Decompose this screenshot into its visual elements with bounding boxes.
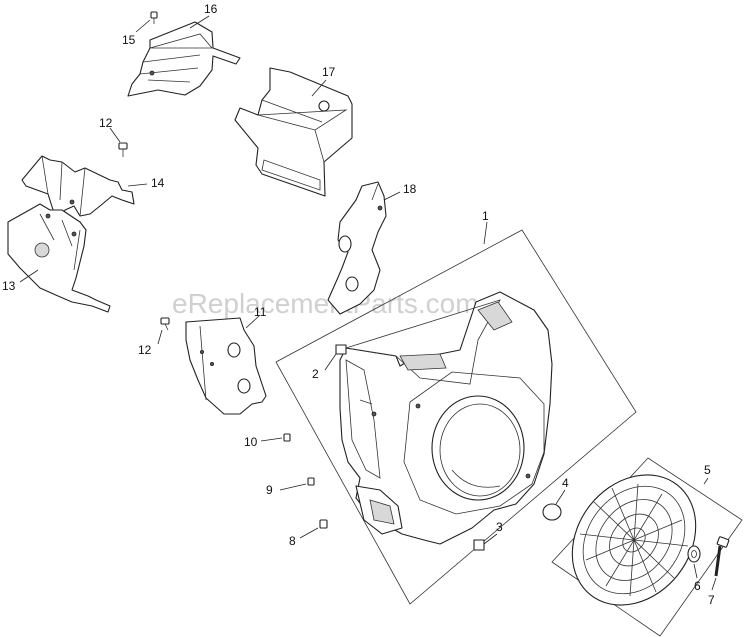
callout-4: 4 xyxy=(562,476,569,490)
part-7-screw xyxy=(714,536,730,577)
callout-17: 17 xyxy=(322,65,336,79)
part-2-nut xyxy=(335,344,347,355)
callout-8: 8 xyxy=(289,534,296,548)
part-11-baffle xyxy=(185,317,267,415)
callout-9: 9 xyxy=(266,483,273,497)
callout-labels: 16 15 17 12 14 13 18 1 11 12 2 10 9 8 3 … xyxy=(2,2,715,607)
callout-15: 15 xyxy=(122,33,136,47)
part-9-screw xyxy=(307,477,315,486)
part-1-blower-housing xyxy=(275,229,637,605)
part-4-cap xyxy=(542,503,562,521)
part-13-bracket xyxy=(7,203,111,313)
callout-3: 3 xyxy=(496,520,503,534)
part-12-screw-lower xyxy=(160,317,170,331)
leader-lines xyxy=(19,15,717,591)
part-12-screw-upper xyxy=(118,142,128,157)
watermark-text: eReplacementParts.com xyxy=(172,288,479,319)
callout-14: 14 xyxy=(151,176,165,190)
callout-13: 13 xyxy=(2,279,16,293)
part-6-washer xyxy=(687,545,701,563)
callout-12-upper: 12 xyxy=(99,116,113,130)
part-17-shroud-cover xyxy=(234,67,353,197)
callout-7: 7 xyxy=(708,593,715,607)
callout-12-lower: 12 xyxy=(138,343,152,357)
callout-6: 6 xyxy=(694,579,701,593)
callout-2: 2 xyxy=(312,367,319,381)
callout-10: 10 xyxy=(244,435,258,449)
part-16-bracket xyxy=(127,21,241,97)
part-10-screw xyxy=(283,433,291,442)
part-3-nut xyxy=(473,539,485,551)
part-18-baffle xyxy=(327,181,387,315)
callout-16: 16 xyxy=(204,2,218,16)
part-8-screw xyxy=(319,519,328,529)
callout-5: 5 xyxy=(704,463,711,477)
callout-11: 11 xyxy=(254,305,267,319)
part-15-screw xyxy=(150,11,158,24)
part-5-grille xyxy=(551,457,743,637)
callout-18: 18 xyxy=(403,182,417,196)
callout-1: 1 xyxy=(482,209,489,223)
